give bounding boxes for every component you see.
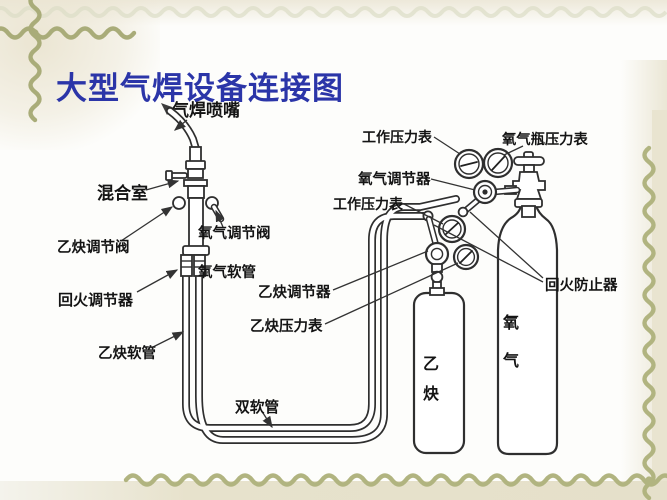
label-acetylene-valve: 乙炔调节阀 xyxy=(57,238,130,256)
border-ornament-bottom xyxy=(123,473,667,487)
acetylene-working-pressure-gauge xyxy=(437,214,467,244)
label-acetylene-working-gauge: 工作压力表 xyxy=(333,196,404,212)
label-mixing-chamber: 混合室 xyxy=(97,183,148,203)
oxygen-cylinder: 氧 气 xyxy=(496,203,559,456)
oxygen-cylinder-pressure-gauge xyxy=(482,147,514,179)
oxygen-regulator-assembly xyxy=(453,147,521,218)
welding-torch xyxy=(161,103,225,277)
label-oxygen-valve: 氧气调节阀 xyxy=(197,224,271,242)
torch-hose-nipples xyxy=(180,254,206,277)
acetylene-cylinder-char-2: 炔 xyxy=(423,384,439,403)
background-bottom-band xyxy=(0,481,667,500)
label-oxygen-regulator: 氧气调节器 xyxy=(357,170,431,188)
torch-barrel xyxy=(189,146,202,163)
label-acetylene-hose: 乙炔软管 xyxy=(98,344,156,362)
oxygen-outlet-fitting xyxy=(457,206,469,218)
acetylene-valve-stem xyxy=(429,263,445,296)
diagram-labels: 气焊喷嘴 混合室 氧气调节阀 乙炔调节阀 氧气软管 回火调节器 乙炔软管 乙炔调… xyxy=(57,100,618,416)
page-title: 大型气焊设备连接图 xyxy=(56,70,344,106)
torch-nozzle-tip xyxy=(161,103,172,115)
label-acetylene-regulator: 乙炔调节器 xyxy=(258,284,331,301)
label-oxygen-working-gauge: 工作压力表 xyxy=(362,129,433,145)
acetylene-regulator-body xyxy=(424,241,450,267)
leader-lines xyxy=(120,119,544,429)
label-flashback-arrestor: 回火防止器 xyxy=(545,276,618,294)
torch-acetylene-knob xyxy=(172,196,186,210)
label-oxygen-cylinder-gauge: 氧气瓶压力表 xyxy=(501,130,588,148)
acetylene-cylinder-pressure-gauge xyxy=(452,243,480,271)
background-right-band xyxy=(652,110,667,500)
oxygen-cylinder-char-2: 气 xyxy=(502,351,519,370)
border-ornament-top-faint xyxy=(0,6,667,18)
oxygen-regulator-body xyxy=(472,179,498,205)
border-ornament-cross-dot xyxy=(31,29,39,37)
torch-side-bolt xyxy=(165,170,188,181)
border-ornament-topleft-horizontal xyxy=(0,26,137,40)
label-double-hose: 双软管 xyxy=(235,398,279,416)
border-ornament-right xyxy=(642,145,656,500)
acetylene-regulator-assembly xyxy=(422,210,480,296)
double-hose-loop xyxy=(182,195,460,444)
border-ornament-topleft-vertical xyxy=(28,0,42,123)
acetylene-cylinder: 乙 炔 xyxy=(412,291,466,455)
border-ornament-corner-dot xyxy=(645,476,653,484)
label-oxygen-hose: 氧气软管 xyxy=(197,263,256,281)
label-flashback-regulator: 回火调节器 xyxy=(58,291,134,309)
acetylene-cylinder-char-1: 乙 xyxy=(423,356,439,373)
label-nozzle: 气焊喷嘴 xyxy=(171,100,240,120)
oxygen-cylinder-char-1: 氧 xyxy=(502,313,519,332)
label-acetylene-pressure-gauge: 乙炔压力表 xyxy=(250,317,323,335)
background-topleft-tint xyxy=(0,0,160,150)
